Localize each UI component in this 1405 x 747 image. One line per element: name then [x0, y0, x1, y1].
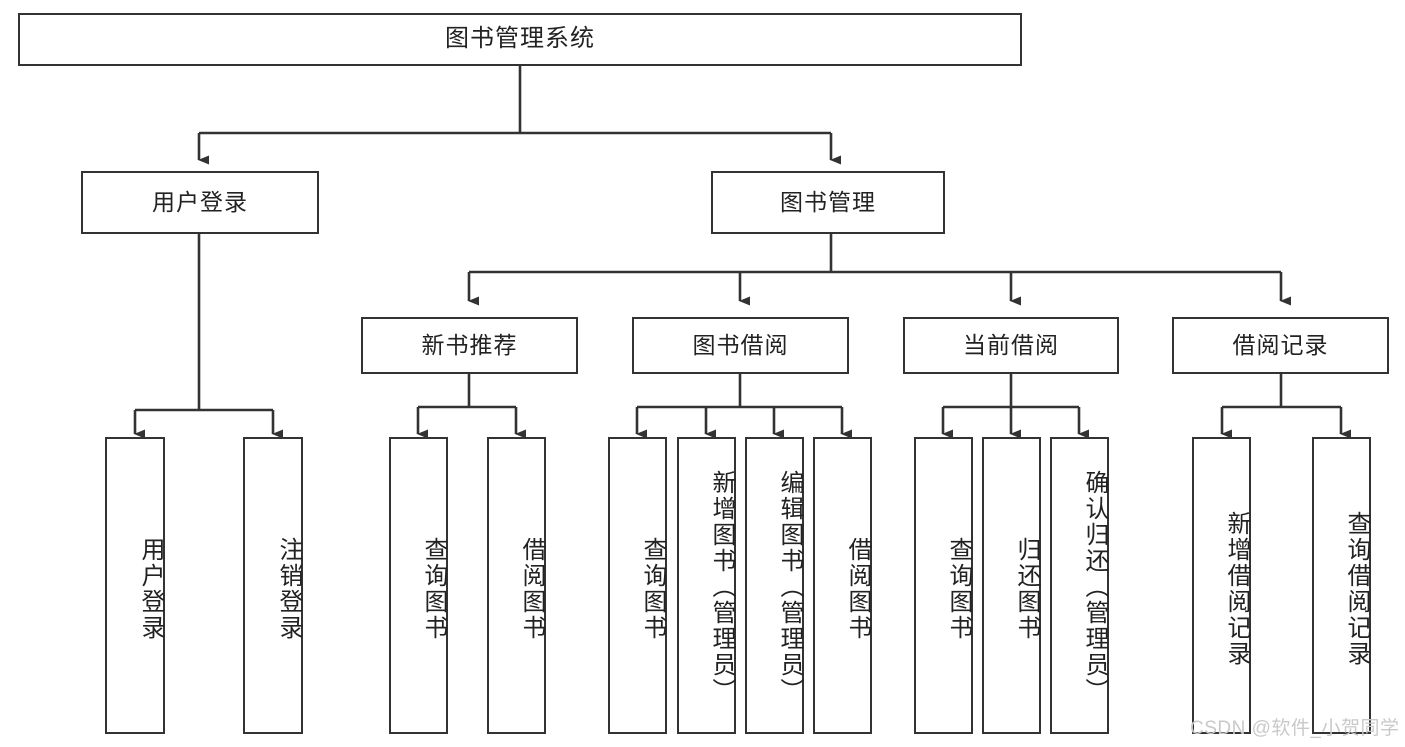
leaf-record-add-borrow-record[interactable]: 新增借阅记录 — [1192, 437, 1251, 734]
node-label: 图书借阅 — [692, 331, 789, 358]
leaf-current-query-book[interactable]: 查询图书 — [914, 437, 973, 734]
node-root-system[interactable]: 图书管理系统 — [18, 13, 1022, 66]
node-label: 图书管理系统 — [445, 25, 595, 53]
node-label: 查询图书 — [420, 536, 447, 641]
node-label: 新增图书（管理员） — [708, 469, 735, 704]
node-label: 注销登录 — [275, 536, 302, 641]
node-label: 新增借阅记录 — [1223, 510, 1250, 667]
leaf-user-login-signin[interactable]: 用户登录 — [105, 437, 165, 734]
node-label: 用户登录 — [137, 536, 164, 641]
node-book-borrow[interactable]: 图书借阅 — [632, 317, 849, 374]
node-label: 编辑图书（管理员） — [776, 469, 803, 704]
leaf-borrow-borrow-book[interactable]: 借阅图书 — [813, 437, 872, 734]
node-current-borrow[interactable]: 当前借阅 — [903, 317, 1119, 374]
node-new-book-recommend[interactable]: 新书推荐 — [361, 317, 578, 374]
node-label: 当前借阅 — [963, 331, 1059, 358]
leaf-borrow-query-book[interactable]: 查询图书 — [608, 437, 667, 734]
leaf-borrow-edit-book-admin[interactable]: 编辑图书（管理员） — [745, 437, 804, 734]
node-label: 用户登录 — [152, 188, 248, 215]
node-label: 查询图书 — [639, 536, 666, 641]
node-borrow-record[interactable]: 借阅记录 — [1172, 317, 1389, 374]
node-label: 查询图书 — [945, 536, 972, 641]
node-label: 借阅图书 — [844, 536, 871, 641]
node-user-login[interactable]: 用户登录 — [81, 171, 319, 234]
node-book-management[interactable]: 图书管理 — [711, 171, 945, 234]
leaf-borrow-add-book-admin[interactable]: 新增图书（管理员） — [677, 437, 736, 734]
leaf-current-return-book[interactable]: 归还图书 — [982, 437, 1041, 734]
node-label: 查询借阅记录 — [1343, 510, 1370, 667]
leaf-record-query-borrow-record[interactable]: 查询借阅记录 — [1312, 437, 1371, 734]
node-label: 借阅图书 — [518, 536, 545, 641]
leaf-user-login-signout[interactable]: 注销登录 — [243, 437, 303, 734]
csdn-watermark: CSDN @软件_小贺同学 — [1190, 718, 1400, 739]
node-label: 借阅记录 — [1232, 331, 1329, 358]
leaf-recommend-query-book[interactable]: 查询图书 — [389, 437, 448, 734]
node-label: 归还图书 — [1013, 536, 1040, 641]
node-label: 图书管理 — [780, 188, 876, 215]
leaf-recommend-borrow-book[interactable]: 借阅图书 — [487, 437, 546, 734]
node-label: 新书推荐 — [421, 331, 518, 358]
node-label: 确认归还（管理员） — [1081, 469, 1108, 704]
leaf-current-confirm-return-admin[interactable]: 确认归还（管理员） — [1050, 437, 1109, 734]
